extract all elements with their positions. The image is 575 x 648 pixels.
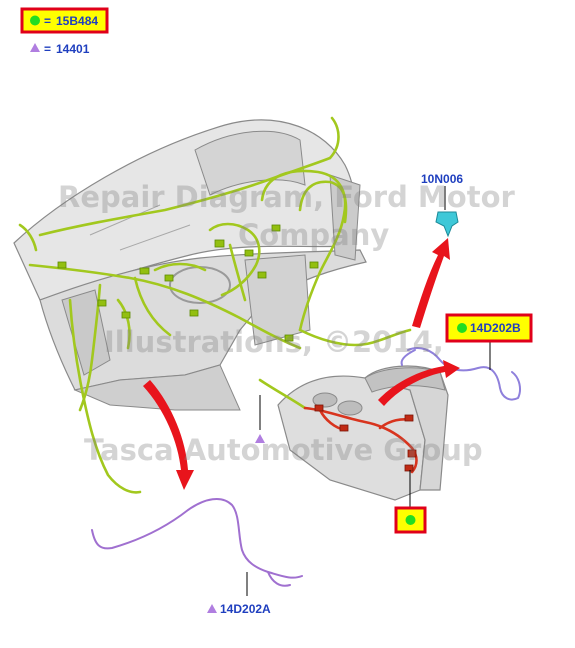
arrow-to-rear-harness (378, 360, 460, 406)
purple-triangle-icon (255, 434, 265, 443)
purple-harness-14D202A (91, 498, 303, 587)
clip-icon (435, 211, 459, 238)
green-marker-icon (457, 323, 467, 333)
callout-rear-harness-number: 14D202B (470, 321, 521, 335)
harness-upper-hoop (298, 180, 348, 224)
purple-harness-14D202B (400, 347, 521, 401)
connector (189, 309, 199, 317)
rear-harness-path (407, 347, 521, 401)
connector (407, 449, 417, 458)
dashboard-face (73, 364, 241, 411)
connector (97, 299, 107, 307)
green-marker-icon (30, 15, 40, 26)
connector (121, 311, 131, 319)
clip-10N006 (435, 211, 459, 238)
callout-clip-number: 10N006 (421, 172, 463, 186)
red-harness-run (303, 406, 418, 474)
connector (284, 334, 294, 342)
cupholder-2 (337, 400, 363, 416)
panel-edge-1 (89, 204, 161, 236)
harness-ip-web-4 (116, 298, 131, 350)
legend: = 15B484 = 14401 (20, 7, 109, 56)
connector (271, 224, 281, 232)
panel-edge-2 (119, 224, 191, 251)
instrument-hood (194, 130, 306, 196)
connector (214, 239, 225, 248)
green-marker-icon (405, 515, 416, 525)
connector (314, 404, 324, 412)
harness-main-trunk (28, 263, 302, 350)
connector (404, 464, 414, 472)
connector (244, 249, 254, 257)
harness-left-long (68, 298, 142, 494)
callout-labels: 10N006 14D202B 14D202A (207, 172, 533, 616)
watermark-line-4: Tasca Automotive Group (84, 433, 483, 467)
harness-ip-web-1 (133, 276, 172, 337)
watermark-line-1: Repair Diagram, Ford Motor (58, 180, 515, 214)
legend-green-equals: = (44, 14, 51, 28)
front-harness-tail (267, 571, 291, 587)
instrument-panel (13, 119, 367, 411)
leader-lines (246, 186, 491, 596)
connector (139, 267, 150, 275)
harness-left-tip (18, 223, 38, 252)
connector (57, 261, 67, 269)
armrest-box (363, 365, 449, 491)
watermark-line-3: Illustrations, ©2014, (104, 325, 444, 359)
legend-green-highlight-box (20, 7, 109, 34)
green-connectors (57, 224, 319, 342)
front-harness-path (91, 498, 303, 579)
legend-purple-part-number: 14401 (56, 42, 90, 56)
connector (164, 274, 174, 282)
rear-harness-spur (400, 349, 416, 366)
watermark: Repair Diagram, Ford Motor Company Illus… (58, 180, 515, 467)
legend-purple-equals: = (44, 42, 51, 56)
arrow-to-front-harness (143, 380, 194, 490)
harness-ip-web-2 (153, 262, 207, 272)
harness-ip-web-3 (228, 243, 247, 302)
cupholder-1 (312, 392, 338, 408)
arrow-to-clip (412, 238, 450, 328)
harness-upper-tail (328, 116, 340, 160)
connector (257, 271, 267, 279)
connector (309, 261, 319, 269)
watermark-line-2: Company (238, 218, 389, 252)
callout-front-harness-number: 14D202A (220, 602, 271, 616)
callout-arrows (143, 238, 460, 490)
connector (339, 424, 349, 432)
harness-right-branch (298, 328, 412, 347)
purple-triangle-icon (30, 43, 40, 52)
legend-green-part-number: 15B484 (56, 14, 98, 28)
harness-console-feed (258, 378, 307, 410)
harness-right-loop (260, 169, 347, 332)
red-connectors (314, 404, 417, 472)
connector (404, 414, 414, 422)
purple-triangle-icon (207, 604, 217, 613)
